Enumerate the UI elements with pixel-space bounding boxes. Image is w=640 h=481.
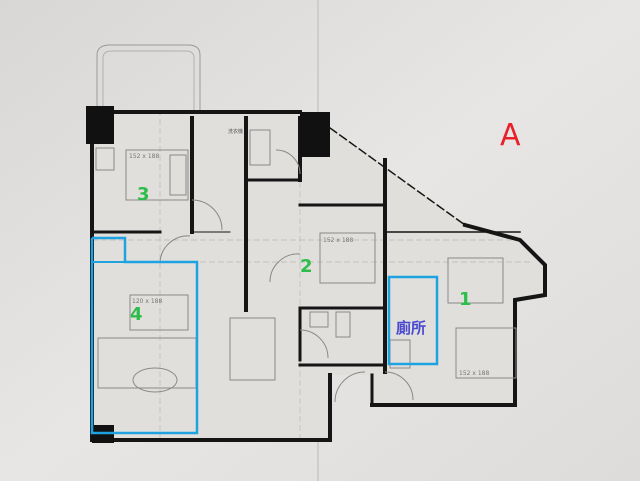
floor-area: [92, 112, 545, 440]
toilet-fixture: [249, 129, 271, 166]
toilet-label: 廁所: [396, 319, 426, 337]
balcony-inner-outline: [102, 50, 195, 112]
bed-size-room-1: 152 x 188: [459, 370, 489, 377]
bed-size-room-4: 120 x 188: [132, 298, 162, 305]
sink-fixture: [309, 311, 329, 328]
coffee-table: [132, 367, 178, 393]
furniture: [95, 129, 517, 393]
bed-room-4: [129, 294, 189, 331]
desk-room-1: [447, 257, 504, 304]
room-number-4: 4: [130, 304, 143, 325]
room-4-highlight: [90, 236, 199, 435]
dining-table: [229, 317, 276, 381]
room-number-2: 2: [300, 256, 313, 277]
bed-room-3: [125, 149, 189, 201]
bed-size-room-2: 152 x 188: [323, 237, 353, 244]
toilet-fixture-2: [335, 311, 351, 338]
room-number-3: 3: [137, 184, 150, 205]
unit-label: A: [500, 118, 521, 153]
bed-room-2: [319, 232, 376, 284]
door-swings: [159, 149, 414, 403]
toilet-highlight: [387, 275, 439, 366]
structural-columns: [86, 106, 330, 443]
laundry-label: 洗衣機: [228, 128, 243, 135]
room-number-1: 1: [459, 289, 472, 310]
bed-room-1: [455, 327, 517, 379]
bed-size-room-3: 152 x 188: [129, 153, 159, 160]
balcony-outline: [96, 44, 201, 112]
